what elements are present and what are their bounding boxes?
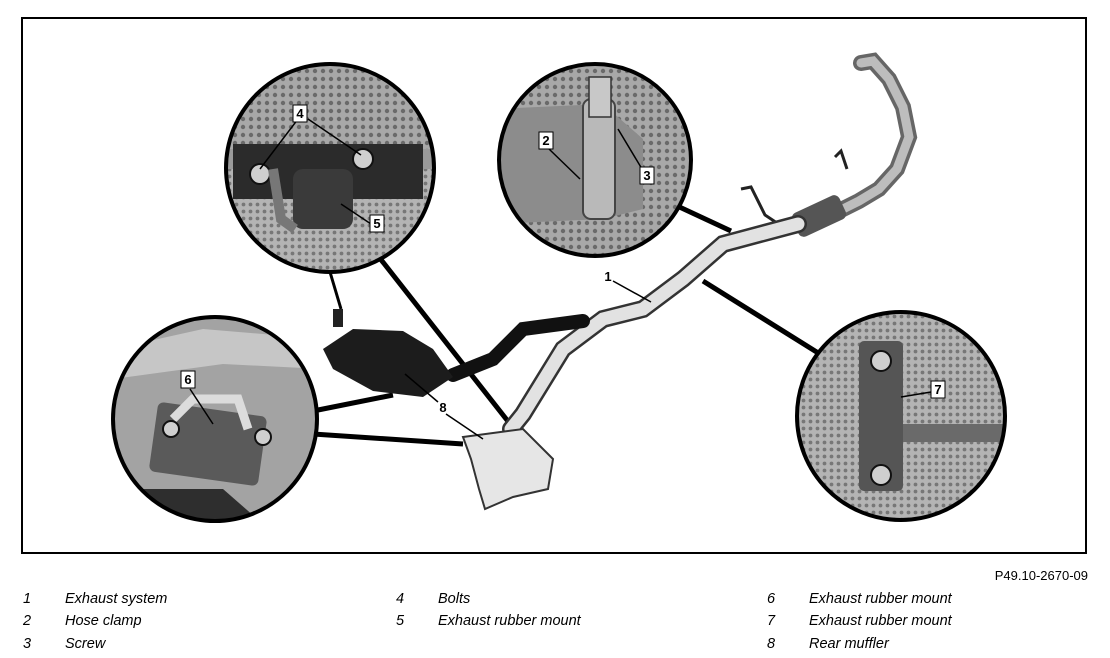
callout-3: 3 <box>643 168 650 183</box>
rear-muffler-dark <box>323 329 453 397</box>
callout-2: 2 <box>542 133 549 148</box>
legend-number: 4 <box>396 591 405 607</box>
legend-number: 8 <box>767 636 776 652</box>
detail-circle-mount-7: 7 <box>795 310 1007 522</box>
legend-text: Rear muffler <box>809 636 889 652</box>
detail-circle-mount-6: 6 <box>111 315 319 523</box>
main-callouts: 1 8 <box>404 269 652 440</box>
callout-1: 1 <box>604 269 611 284</box>
legend-number: 2 <box>23 613 32 629</box>
callout-7: 7 <box>934 382 941 397</box>
legend-text: Exhaust system <box>65 591 168 607</box>
leader-line-detail-7 <box>701 278 825 359</box>
legend-number: 5 <box>396 613 405 629</box>
callout-8: 8 <box>439 400 446 415</box>
legend-text: Exhaust rubber mount <box>809 591 952 607</box>
rear-muffler <box>461 427 555 511</box>
exhaust-diagram-frame: 4 5 2 3 <box>21 17 1087 554</box>
legend-number: 3 <box>23 636 32 652</box>
callout-4: 4 <box>296 106 304 121</box>
legend-text: Exhaust rubber mount <box>438 613 581 629</box>
detail-circle-bolts-mount: 4 5 <box>224 62 436 274</box>
callout-5: 5 <box>373 216 380 231</box>
tail-pipe-dark <box>446 314 590 382</box>
leader-line-detail-6-upper <box>312 392 394 414</box>
legend-number: 6 <box>767 591 776 607</box>
detail-circle-hose-clamp: 2 3 <box>497 62 693 258</box>
callout-6: 6 <box>184 372 191 387</box>
legend-text: Bolts <box>438 591 471 607</box>
figure-code: P49.10-2670-09 <box>994 568 1088 583</box>
exhaust-pipe <box>504 217 805 436</box>
exhaust-system-drawing <box>323 52 918 511</box>
exhaust-diagram: 4 5 2 3 <box>111 52 1007 523</box>
legend-number: 1 <box>23 591 32 607</box>
leader-line-detail-4-5-short <box>328 271 343 310</box>
legend-number: 7 <box>767 613 776 629</box>
legend-text: Screw <box>65 636 106 652</box>
legend-text: Exhaust rubber mount <box>809 613 952 629</box>
leader-line-detail-2-3 <box>671 201 733 234</box>
leader-line-detail-6-lower <box>312 431 464 447</box>
legend-text: Hose clamp <box>65 613 142 629</box>
